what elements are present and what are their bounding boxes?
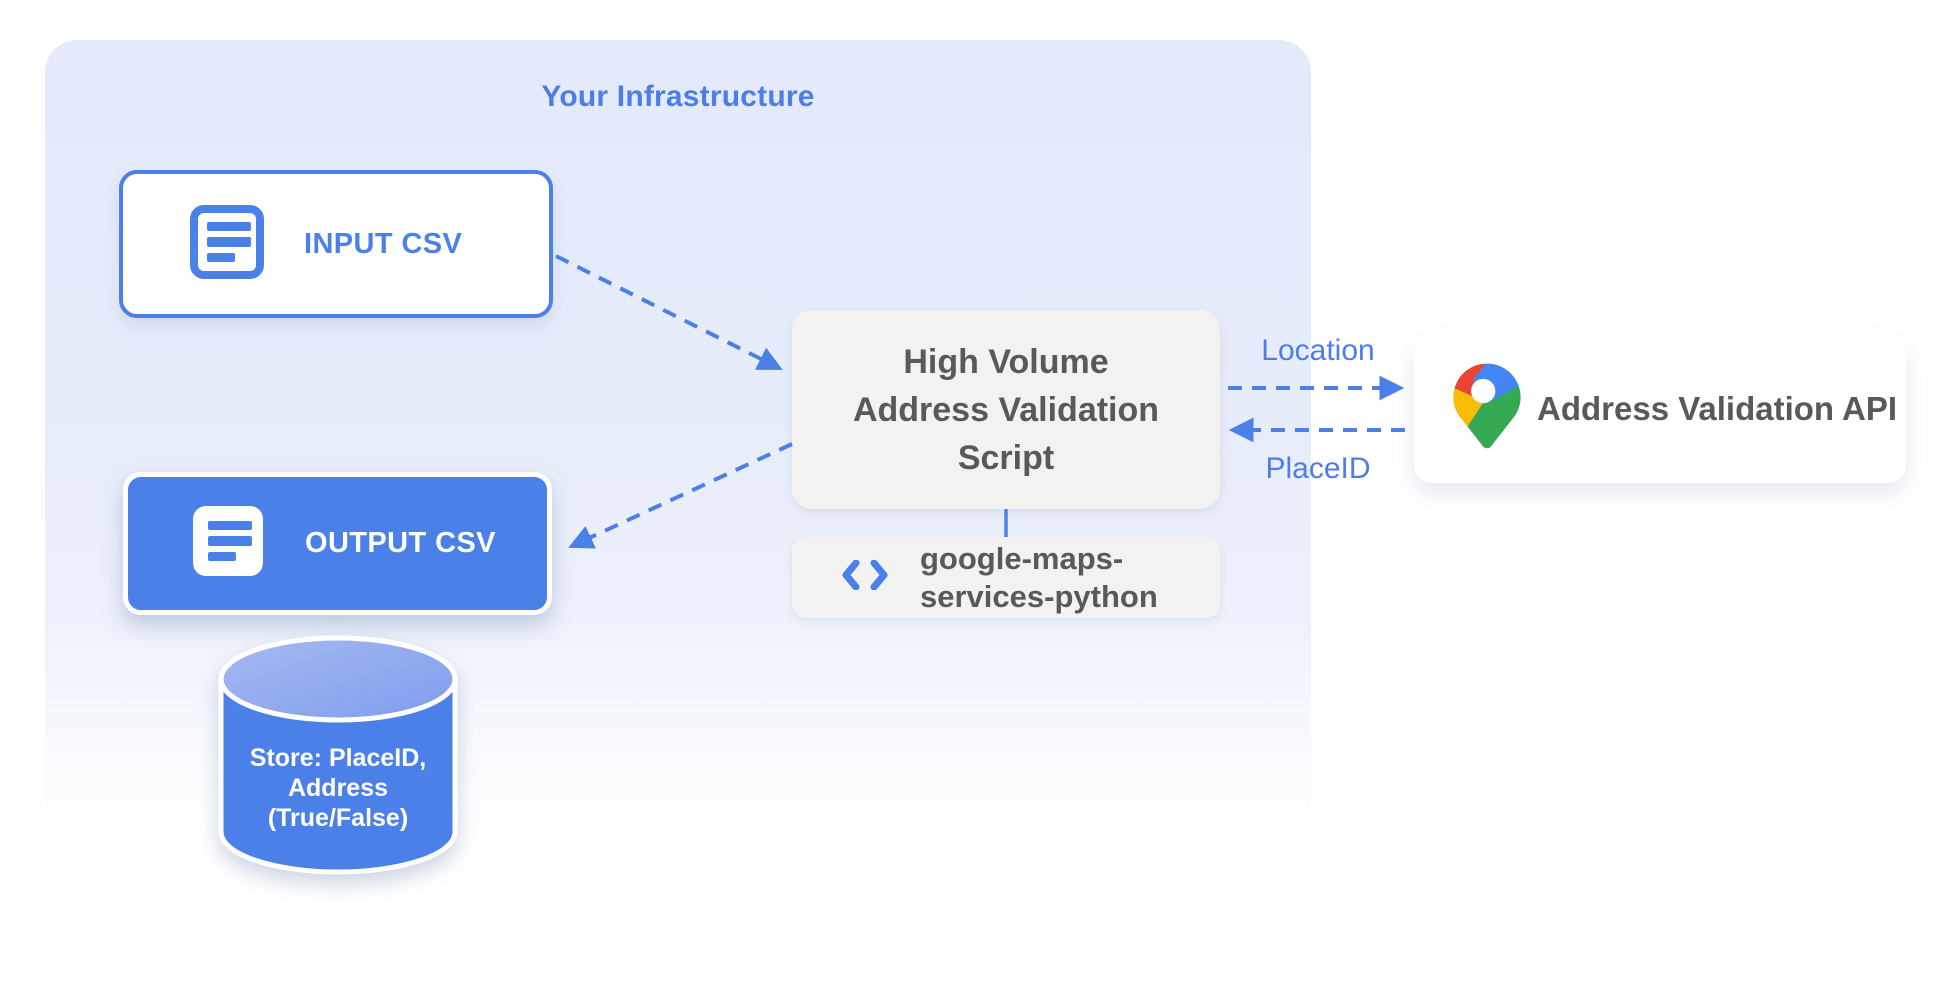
google-maps-pin-icon [1449, 362, 1525, 457]
output-csv-label: OUTPUT CSV [305, 527, 496, 559]
document-icon [190, 204, 264, 284]
node-python-library: google-maps- services-python [792, 537, 1220, 618]
database-cylinder-icon [218, 635, 458, 875]
script-label-line: Script [957, 438, 1055, 477]
datastore-label: Store: PlaceID, Address (True/False) [218, 743, 458, 833]
datastore-label-line: (True/False) [267, 804, 409, 832]
library-label: google-maps- services-python [920, 540, 1158, 616]
script-label-line: Address Validation [852, 390, 1160, 429]
infrastructure-title: Your Infrastructure [541, 80, 815, 113]
edge-label-location: Location [1261, 334, 1375, 367]
api-label: Address Validation API [1537, 390, 1898, 427]
library-label-line: google-maps- [920, 540, 1124, 576]
script-label-line: High Volume [903, 342, 1109, 381]
code-icon [842, 559, 888, 595]
node-validation-script: High Volume Address Validation Script [792, 310, 1220, 509]
node-output-csv: OUTPUT CSV [123, 472, 552, 615]
library-label-line: services-python [920, 578, 1158, 614]
node-address-validation-api: Address Validation API [1414, 335, 1906, 483]
datastore-label-line: Address [287, 774, 389, 802]
node-datastore: Store: PlaceID, Address (True/False) [218, 635, 458, 879]
input-csv-label: INPUT CSV [304, 227, 463, 260]
datastore-label-line: Store: PlaceID, [249, 744, 427, 772]
node-input-csv: INPUT CSV [119, 170, 553, 318]
document-icon [191, 504, 265, 583]
edge-label-placeid: PlaceID [1265, 452, 1371, 485]
